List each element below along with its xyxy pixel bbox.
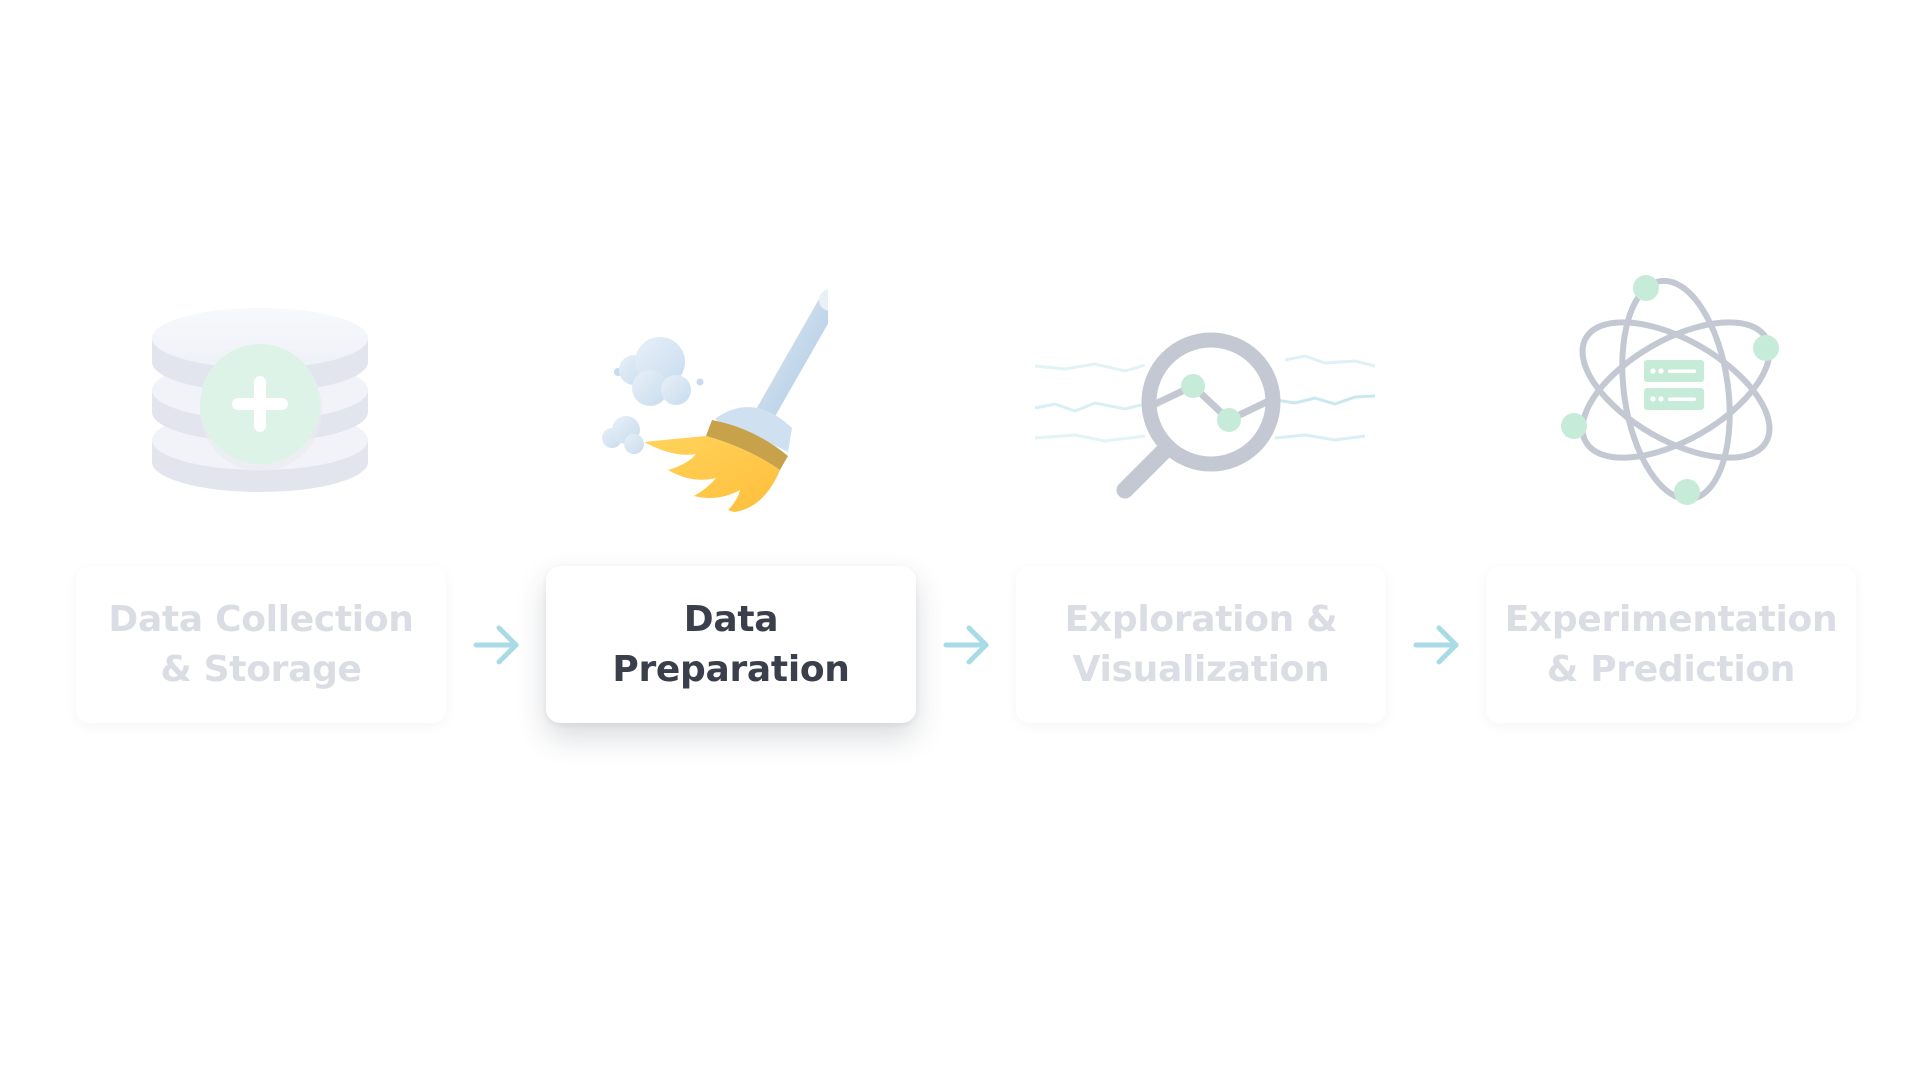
step-label: Experimentation & Prediction	[1504, 598, 1838, 690]
database-plus-icon	[140, 270, 380, 520]
broom-icon	[588, 270, 828, 520]
atom-server-icon	[1556, 262, 1796, 527]
arrow-right-icon	[943, 622, 991, 668]
arrow-right-icon	[1413, 622, 1461, 668]
step-label: Data Preparation	[612, 598, 850, 690]
step-card-experimentation-prediction[interactable]: Experimentation & Prediction	[1486, 566, 1856, 723]
step-label: Data Collection & Storage	[108, 598, 414, 690]
step-card-data-collection-storage[interactable]: Data Collection & Storage	[76, 566, 446, 723]
step-card-data-preparation[interactable]: Data Preparation	[546, 566, 916, 723]
step-label: Exploration & Visualization	[1064, 598, 1338, 690]
magnifier-chart-icon	[1035, 270, 1375, 520]
step-card-exploration-visualization[interactable]: Exploration & Visualization	[1016, 566, 1386, 723]
arrow-right-icon	[473, 622, 521, 668]
